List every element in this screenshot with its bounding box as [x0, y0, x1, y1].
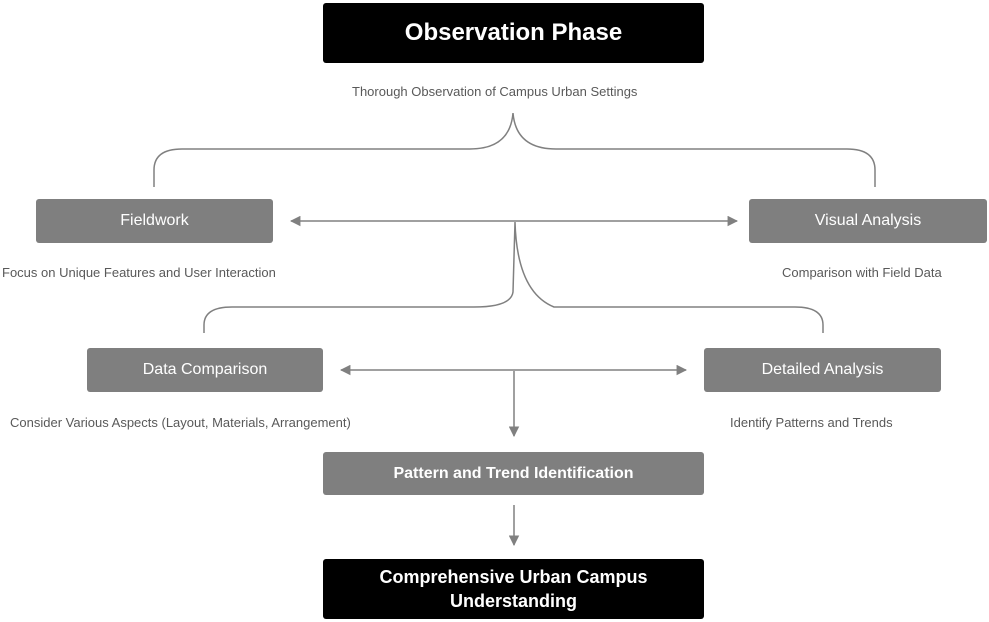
observation-phase-label: Observation Phase — [404, 19, 623, 46]
outcome-label-line1: Comprehensive Urban Campus — [379, 567, 648, 587]
observation-phase-caption: Thorough Observation of Campus Urban Set… — [352, 84, 638, 99]
top-brace-connector — [153, 112, 876, 187]
detailed-analysis-box: Detailed Analysis — [704, 348, 941, 392]
fieldwork-caption: Focus on Unique Features and User Intera… — [2, 265, 276, 280]
fieldwork-box: Fieldwork — [36, 199, 273, 243]
pattern-identification-label: Pattern and Trend Identification — [393, 464, 634, 482]
observation-phase-box: Observation Phase — [323, 3, 704, 63]
outcome-label-line2: Understanding — [449, 591, 577, 611]
visual-analysis-box: Visual Analysis — [749, 199, 987, 243]
detailed-analysis-caption: Identify Patterns and Trends — [730, 415, 893, 430]
data-comparison-label: Data Comparison — [142, 361, 268, 378]
outcome-box: Comprehensive Urban Campus Understanding — [323, 559, 704, 619]
detailed-analysis-label: Detailed Analysis — [761, 361, 884, 378]
visual-analysis-label: Visual Analysis — [814, 212, 922, 229]
data-comparison-caption: Consider Various Aspects (Layout, Materi… — [10, 415, 351, 430]
visual-analysis-caption: Comparison with Field Data — [782, 265, 942, 280]
fieldwork-label: Fieldwork — [120, 212, 189, 229]
data-comparison-box: Data Comparison — [87, 348, 323, 392]
pattern-identification-box: Pattern and Trend Identification — [323, 452, 704, 495]
middle-brace-connector — [203, 221, 824, 333]
